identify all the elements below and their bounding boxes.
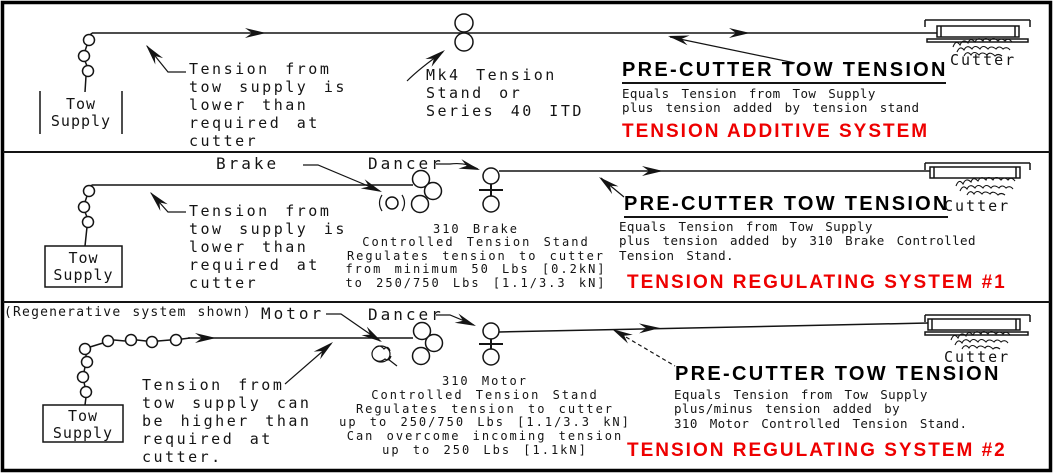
reg1-system-title: TENSION REGULATING SYSTEM #1 [627,272,1007,293]
reg2-tow-supply-label: Tow Supply [52,407,114,442]
reg1-tow-supply-label: Tow Supply [53,249,114,284]
reg2-regenerative-note: (Regenerative system shown) [4,305,252,320]
reg1-precutter-body: Equals Tension from Tow Supply plus tens… [619,219,976,263]
reg1-dancer-label: Dancer [368,154,444,173]
reg2-cutter-label: Cutter [944,348,1011,366]
additive-tension-stand-icon [454,13,474,52]
additive-precutter-body: Equals Tension from Tow Supply plus tens… [622,86,920,116]
reg1-cutter-label: Cutter [944,197,1011,215]
additive-cutter-label: Cutter [950,51,1017,69]
reg1-tow-supply-box [44,245,123,288]
reg1-stand-note: 310 Brake Controlled Tension Stand Regul… [345,222,607,290]
reg2-supply-note: Tension from tow supply can be higher th… [142,376,312,466]
reg2-precutter-body: Equals Tension from Tow Supply plus/minu… [674,387,968,431]
additive-tow-path [39,27,937,134]
additive-supply-note: Tension from tow supply is lower than re… [189,60,347,150]
reg1-supply-note: Tension from tow supply is lower than re… [189,202,347,292]
reg1-dancer-icon [479,167,503,213]
reg1-leader-lines [145,158,625,213]
reg2-cutter-icon [924,314,1031,350]
additive-system-title: TENSION ADDITIVE SYSTEM [622,121,930,142]
reg2-leader-lines [284,312,676,385]
reg2-stand-note: 310 Motor Controlled Tension Stand Regul… [339,374,631,457]
reg2-tow-path [42,322,929,443]
reg1-brake-label: Brake [216,154,280,173]
reg2-motor-icon [371,345,398,367]
reg2-tow-supply-box [42,404,124,443]
reg2-motor-label: Motor [261,304,325,323]
reg2-system-title: TENSION REGULATING SYSTEM #2 [627,440,1007,461]
reg2-dancer-icon [479,322,503,366]
reg1-precutter-heading: PRE-CUTTER TOW TENSION [624,193,948,218]
reg1-brake-icon [378,194,406,212]
additive-leader-lines [141,30,796,82]
reg2-dancer-label: Dancer [368,305,444,324]
additive-stand-note: Mk4 Tension Stand or Series 40 ITD [426,66,584,120]
reg1-tension-stand-icon [410,169,443,214]
reg1-tow-path [44,165,930,288]
additive-cutter-icon [924,19,1031,57]
additive-precutter-heading: PRE-CUTTER TOW TENSION [622,59,946,84]
reg2-precutter-heading: PRE-CUTTER TOW TENSION [675,363,1001,385]
reg2-tension-stand-icon [411,321,444,366]
reg1-cutter-icon [924,162,1031,196]
additive-tow-supply-label: Tow Supply [50,95,112,130]
